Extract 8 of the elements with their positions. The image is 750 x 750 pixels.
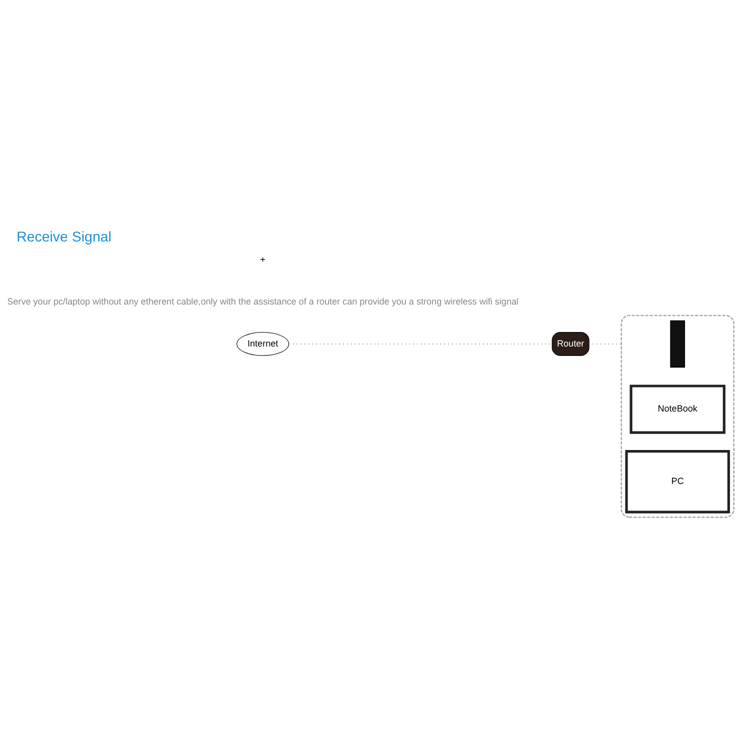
label: + (260, 254, 266, 264)
node-box: Router (552, 332, 590, 356)
node-box: NoteBook (630, 384, 726, 434)
node-box (670, 320, 686, 368)
node-ellipse: Internet (236, 332, 290, 356)
node-box: PC (625, 450, 730, 514)
cluster (620, 314, 734, 518)
diagram-title: Receive Signal (16, 230, 112, 246)
